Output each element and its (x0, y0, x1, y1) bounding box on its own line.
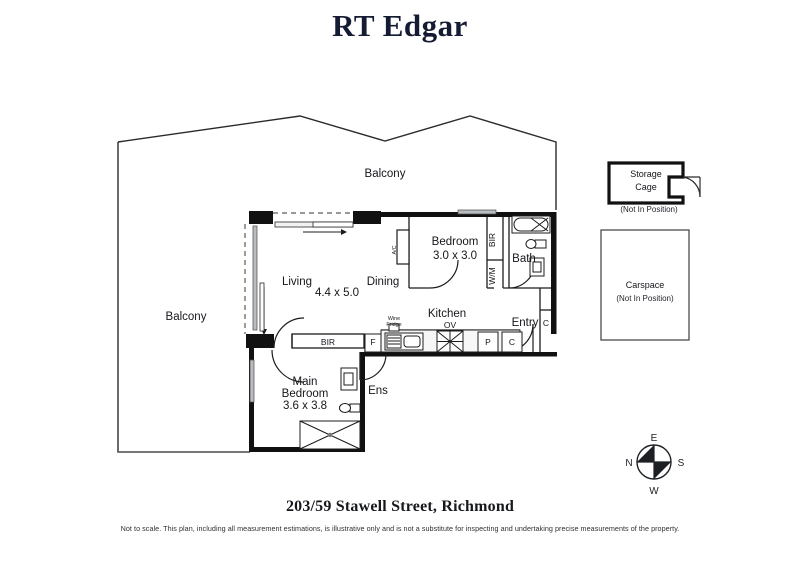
label-living-dim: 4.4 x 5.0 (315, 287, 359, 299)
bath-fixtures (511, 215, 551, 277)
wine-fridge-label-2: Fridge (386, 322, 401, 328)
label-bath: Bath (512, 253, 536, 265)
compass-right-label: S (678, 458, 685, 469)
label-dining: Dining (367, 276, 400, 288)
disclaimer-text: Not to scale. This plan, including all m… (120, 524, 680, 533)
compass-bottom-label: W (649, 486, 659, 497)
cupboard-kitchen-label: C (509, 337, 515, 347)
ac-label: A/C (392, 245, 398, 254)
compass-left-label: N (625, 458, 632, 469)
kitchen-fixtures (364, 323, 523, 353)
wine-fridge-label-1: Wine (388, 316, 400, 322)
label-living: Living (282, 276, 312, 288)
label-balcony-top: Balcony (365, 168, 406, 180)
carspace-label: Carspace (626, 280, 665, 290)
label-kitchen: Kitchen (428, 308, 466, 320)
storage-cage-label-1: Storage (630, 169, 662, 179)
storage-cage-label-2: Cage (635, 182, 657, 192)
label-ensuite: Ens (368, 385, 388, 397)
label-bedroom2-dim: 3.0 x 3.0 (433, 250, 477, 262)
label-main-bedroom-1: Main (293, 376, 318, 388)
label-main-bedroom-dim: 3.6 x 3.8 (283, 400, 327, 412)
sliding-door-arrows (259, 229, 347, 335)
brand-logo: RT Edgar (332, 8, 468, 43)
bir-bedroom2-label: BIR (487, 233, 497, 247)
bir-main-label: BIR (321, 337, 335, 347)
cupboard-entry-label: C (543, 318, 549, 328)
compass-rose (636, 444, 672, 480)
storage-cage-shape (607, 161, 701, 205)
windows (249, 209, 497, 403)
ensuite-fixtures (299, 367, 361, 450)
label-main-bedroom-2: Bedroom (282, 388, 329, 400)
label-bedroom2: Bedroom (432, 236, 479, 248)
carspace-note: (Not In Position) (616, 294, 674, 303)
storage-cage-note: (Not In Position) (620, 205, 678, 214)
carspace-shape (600, 229, 690, 341)
label-entry: Entry (512, 317, 539, 329)
oven-label: OV (444, 320, 457, 330)
fridge-label: F (370, 337, 375, 347)
ac-unit: A/C (392, 229, 410, 265)
label-balcony-left: Balcony (166, 311, 207, 323)
compass-top-label: E (651, 433, 658, 444)
property-address: 203/59 Stawell Street, Richmond (285, 498, 515, 515)
wm-label: W/M (487, 267, 497, 284)
pantry-label: P (485, 337, 491, 347)
